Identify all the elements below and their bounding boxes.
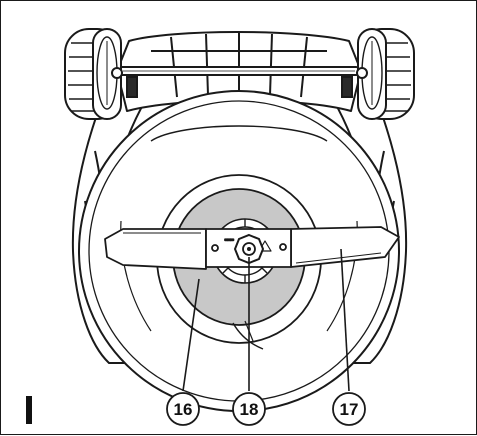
leader-16 bbox=[182, 278, 200, 392]
callout-18-label: 18 bbox=[240, 400, 259, 419]
wheel-right-icon bbox=[356, 28, 415, 120]
leader-17 bbox=[340, 248, 350, 392]
leader-lines bbox=[182, 248, 350, 392]
callout-16-label: 16 bbox=[174, 400, 193, 419]
callout-18: 18 bbox=[232, 392, 266, 426]
blade-marking: ═══ bbox=[224, 237, 234, 242]
section-marker-bar bbox=[26, 396, 32, 424]
callout-17-label: 17 bbox=[340, 400, 359, 419]
callout-17: 17 bbox=[332, 392, 366, 426]
wheel-left-icon bbox=[64, 28, 123, 120]
callout-16: 16 bbox=[166, 392, 200, 426]
section-marker: I bbox=[26, 396, 32, 424]
